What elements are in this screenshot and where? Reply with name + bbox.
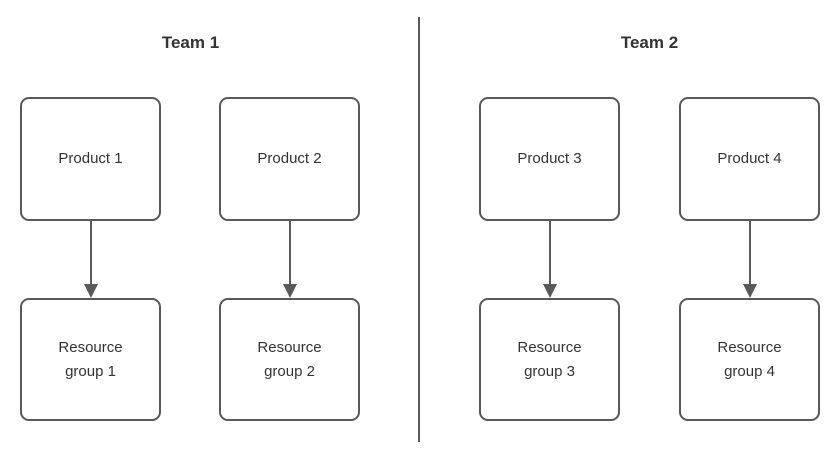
node-resource-group-3: Resource group 3 <box>479 298 620 421</box>
arrow-head-icon <box>543 284 557 298</box>
node-label: Resource group 4 <box>717 338 782 380</box>
node-label: Product 2 <box>257 150 322 167</box>
node-label: Product 4 <box>717 150 782 167</box>
node-resource-group-4: Resource group 4 <box>679 298 820 421</box>
arrow-line <box>549 221 551 285</box>
node-label: Product 3 <box>517 150 582 167</box>
node-label: Resource group 3 <box>517 338 582 380</box>
node-label: Resource group 1 <box>58 338 123 380</box>
node-resource-group-1: Resource group 1 <box>20 298 161 421</box>
node-resource-group-2: Resource group 2 <box>219 298 360 421</box>
node-label: Resource group 2 <box>257 338 322 380</box>
team-divider-line <box>418 17 420 442</box>
arrow-line <box>289 221 291 285</box>
node-product-4: Product 4 <box>679 97 820 221</box>
node-label: Product 1 <box>58 150 123 167</box>
arrow-line <box>749 221 751 285</box>
node-product-3: Product 3 <box>479 97 620 221</box>
node-product-2: Product 2 <box>219 97 360 221</box>
arrow-head-icon <box>743 284 757 298</box>
team-1-title: Team 1 <box>161 33 220 52</box>
node-product-1: Product 1 <box>20 97 161 221</box>
arrow-head-icon <box>283 284 297 298</box>
arrow-head-icon <box>84 284 98 298</box>
team-2-title: Team 2 <box>620 33 679 52</box>
arrow-line <box>90 221 92 285</box>
